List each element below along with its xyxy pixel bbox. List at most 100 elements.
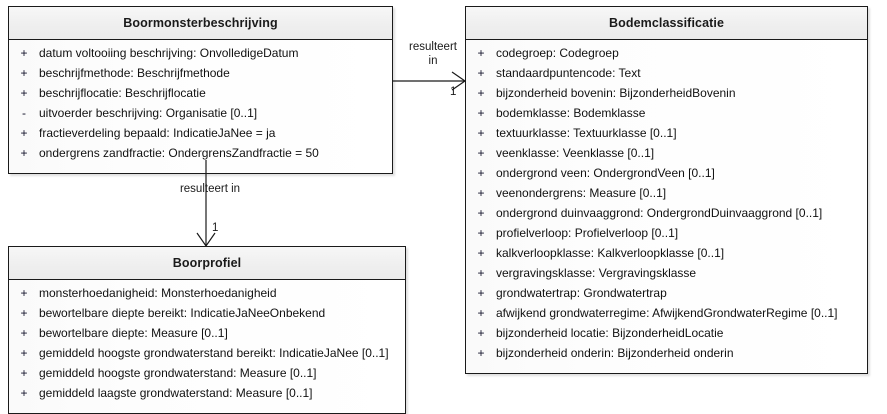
class-attributes-boormonsterbeschrijving: + datum voltooiing beschrijving: Onvolle… bbox=[9, 40, 392, 173]
attribute-row: + veenondergrens: Measure [0..1] bbox=[466, 186, 867, 206]
attribute-label: ondergrens zandfractie: OndergrensZandfr… bbox=[39, 146, 319, 160]
visibility-marker: + bbox=[477, 86, 485, 100]
attribute-row: + beschrijflocatie: Beschrijflocatie bbox=[9, 86, 392, 106]
attribute-label: veenklasse: Veenklasse [0..1] bbox=[496, 146, 655, 160]
attribute-row: + beschrijfmethode: Beschrijfmethode bbox=[9, 66, 392, 86]
visibility-marker: + bbox=[477, 66, 485, 80]
visibility-marker: + bbox=[477, 146, 485, 160]
attribute-row: + kalkverloopklasse: Kalkverloopklasse [… bbox=[466, 246, 867, 266]
attribute-label: bijzonderheid locatie: BijzonderheidLoca… bbox=[496, 326, 724, 340]
class-title-boormonsterbeschrijving: Boormonsterbeschrijving bbox=[9, 7, 392, 40]
uml-class-boorprofiel[interactable]: Boorprofiel + monsterhoedanigheid: Monst… bbox=[8, 246, 406, 414]
class-attributes-bodemclassificatie: + codegroep: Codegroep + standaardpunten… bbox=[466, 40, 867, 373]
visibility-marker: + bbox=[20, 386, 28, 400]
visibility-marker: + bbox=[477, 346, 485, 360]
attribute-label: standaardpuntencode: Text bbox=[496, 66, 641, 80]
attribute-label: bijzonderheid bovenin: BijzonderheidBove… bbox=[496, 86, 736, 100]
uml-class-boormonsterbeschrijving[interactable]: Boormonsterbeschrijving + datum voltooii… bbox=[8, 6, 393, 174]
visibility-marker: + bbox=[20, 66, 28, 80]
attribute-label: bijzonderheid onderin: Bijzonderheid ond… bbox=[496, 346, 734, 360]
uml-class-bodemclassificatie[interactable]: Bodemclassificatie + codegroep: Codegroe… bbox=[465, 6, 868, 374]
attribute-label: afwijkend grondwaterregime: AfwijkendGro… bbox=[496, 306, 838, 320]
visibility-marker: + bbox=[20, 286, 28, 300]
attribute-label: vergravingsklasse: Vergravingsklasse bbox=[496, 266, 697, 280]
visibility-marker: + bbox=[477, 286, 485, 300]
attribute-label: textuurklasse: Textuurklasse [0..1] bbox=[496, 126, 677, 140]
visibility-marker: + bbox=[477, 166, 485, 180]
class-attributes-boorprofiel: + monsterhoedanigheid: Monsterhoedanighe… bbox=[9, 280, 405, 413]
attribute-row: + vergravingsklasse: Vergravingsklasse bbox=[466, 266, 867, 286]
association-multiplicity-vertical: 1 bbox=[212, 222, 219, 234]
visibility-marker: + bbox=[477, 266, 485, 280]
attribute-label: beschrijfmethode: Beschrijfmethode bbox=[39, 66, 230, 80]
attribute-label: monsterhoedanigheid: Monsterhoedanigheid bbox=[39, 286, 277, 300]
attribute-row: + codegroep: Codegroep bbox=[466, 46, 867, 66]
association-label-line2: in bbox=[428, 55, 438, 67]
visibility-marker: + bbox=[20, 346, 28, 360]
attribute-label: ondergrond veen: OndergrondVeen [0..1] bbox=[496, 166, 715, 180]
attribute-row: + ondergrens zandfractie: OndergrensZand… bbox=[9, 146, 392, 166]
association-multiplicity-horizontal: 1 bbox=[450, 86, 457, 98]
association-label-vertical: resulteert in bbox=[179, 183, 241, 195]
attribute-label: bodemklasse: Bodemklasse bbox=[496, 106, 646, 120]
attribute-row: + ondergrond duinvaaggrond: OndergrondDu… bbox=[466, 206, 867, 226]
attribute-label: gemiddeld hoogste grondwaterstand bereik… bbox=[39, 346, 389, 360]
attribute-label: datum voltooiing beschrijving: Onvolledi… bbox=[39, 46, 299, 60]
attribute-label: profielverloop: Profielverloop [0..1] bbox=[496, 226, 679, 240]
attribute-label: veenondergrens: Measure [0..1] bbox=[496, 186, 667, 200]
attribute-label: gemiddeld laagste grondwaterstand: Measu… bbox=[39, 386, 313, 400]
association-label-line1: resulteert bbox=[409, 41, 457, 53]
attribute-row: + gemiddeld hoogste grondwaterstand bere… bbox=[9, 346, 405, 366]
attribute-label: ondergrond duinvaaggrond: OndergrondDuin… bbox=[496, 206, 823, 220]
attribute-label: gemiddeld hoogste grondwaterstand: Measu… bbox=[39, 366, 317, 380]
visibility-marker: - bbox=[22, 106, 26, 120]
attribute-row: + bijzonderheid locatie: BijzonderheidLo… bbox=[466, 326, 867, 346]
attribute-label: uitvoerder beschrijving: Organisatie [0.… bbox=[39, 106, 258, 120]
association-boormonsterbeschrijving-to-bodemclassificatie[interactable] bbox=[392, 40, 472, 112]
visibility-marker: + bbox=[477, 186, 485, 200]
visibility-marker: + bbox=[477, 326, 485, 340]
attribute-row: + bijzonderheid bovenin: BijzonderheidBo… bbox=[466, 86, 867, 106]
attribute-row: + monsterhoedanigheid: Monsterhoedanighe… bbox=[9, 286, 405, 306]
visibility-marker: + bbox=[20, 146, 28, 160]
attribute-row: + bijzonderheid onderin: Bijzonderheid o… bbox=[466, 346, 867, 366]
attribute-row: + veenklasse: Veenklasse [0..1] bbox=[466, 146, 867, 166]
visibility-marker: + bbox=[477, 246, 485, 260]
association-label-horizontal: resulteert in bbox=[400, 40, 466, 68]
visibility-marker: + bbox=[20, 366, 28, 380]
attribute-row: + bodemklasse: Bodemklasse bbox=[466, 106, 867, 126]
attribute-label: beschrijflocatie: Beschrijflocatie bbox=[39, 86, 206, 100]
visibility-marker: + bbox=[477, 126, 485, 140]
association-boormonsterbeschrijving-to-boorprofiel[interactable] bbox=[170, 160, 250, 248]
visibility-marker: + bbox=[477, 226, 485, 240]
attribute-label: bewortelbare diepte: Measure [0..1] bbox=[39, 326, 228, 340]
attribute-label: fractieverdeling bepaald: IndicatieJaNee… bbox=[39, 126, 276, 140]
attribute-row: + gemiddeld hoogste grondwaterstand: Mea… bbox=[9, 366, 405, 386]
class-title-boorprofiel: Boorprofiel bbox=[9, 247, 405, 280]
visibility-marker: + bbox=[477, 206, 485, 220]
attribute-row: + bewortelbare diepte bereikt: Indicatie… bbox=[9, 306, 405, 326]
attribute-row: + bewortelbare diepte: Measure [0..1] bbox=[9, 326, 405, 346]
attribute-row: + datum voltooiing beschrijving: Onvolle… bbox=[9, 46, 392, 66]
visibility-marker: + bbox=[20, 306, 28, 320]
class-title-bodemclassificatie: Bodemclassificatie bbox=[466, 7, 867, 40]
attribute-row: + afwijkend grondwaterregime: AfwijkendG… bbox=[466, 306, 867, 326]
visibility-marker: + bbox=[20, 126, 28, 140]
visibility-marker: + bbox=[477, 46, 485, 60]
attribute-row: + ondergrond veen: OndergrondVeen [0..1] bbox=[466, 166, 867, 186]
attribute-row: + fractieverdeling bepaald: IndicatieJaN… bbox=[9, 126, 392, 146]
attribute-row: + profielverloop: Profielverloop [0..1] bbox=[466, 226, 867, 246]
visibility-marker: + bbox=[20, 86, 28, 100]
attribute-row: + gemiddeld laagste grondwaterstand: Mea… bbox=[9, 386, 405, 406]
visibility-marker: + bbox=[477, 106, 485, 120]
visibility-marker: + bbox=[20, 326, 28, 340]
visibility-marker: + bbox=[20, 46, 28, 60]
attribute-row: - uitvoerder beschrijving: Organisatie [… bbox=[9, 106, 392, 126]
attribute-row: + grondwatertrap: Grondwatertrap bbox=[466, 286, 867, 306]
visibility-marker: + bbox=[477, 306, 485, 320]
attribute-label: grondwatertrap: Grondwatertrap bbox=[496, 286, 667, 300]
attribute-label: kalkverloopklasse: Kalkverloopklasse [0.… bbox=[496, 246, 725, 260]
attribute-label: bewortelbare diepte bereikt: IndicatieJa… bbox=[39, 306, 326, 320]
attribute-row: + standaardpuntencode: Text bbox=[466, 66, 867, 86]
attribute-label: codegroep: Codegroep bbox=[496, 46, 619, 60]
